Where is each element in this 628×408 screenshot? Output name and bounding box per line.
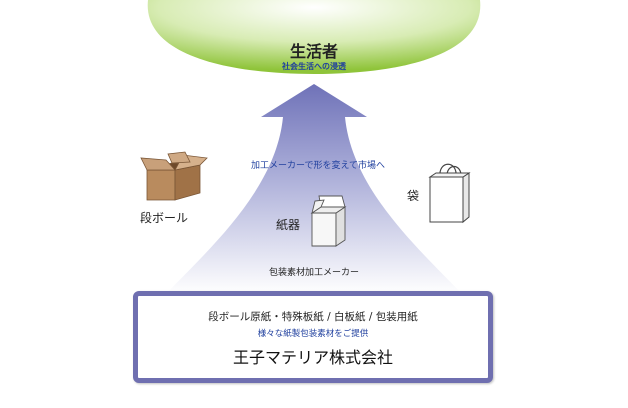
- arrow-caption: 加工メーカーで形を変えて市場へ: [250, 161, 385, 171]
- paper-carton-label: 紙器: [276, 218, 301, 232]
- packaging-maker-label: 包装素材加工メーカー: [268, 268, 359, 278]
- cardboard-box-icon: [140, 151, 208, 201]
- consumer-title: 生活者: [289, 42, 338, 61]
- upward-arrow: [166, 84, 462, 294]
- company-tagline: 様々な紙製包装素材をご提供: [257, 329, 369, 339]
- bag-label: 袋: [407, 189, 420, 203]
- paper-carton-icon: [310, 195, 347, 247]
- shopping-bag-icon: [428, 163, 471, 224]
- consumer-ellipse: [147, 0, 481, 74]
- cardboard-box-label: 段ボール: [140, 211, 189, 225]
- company-name: 王子マテリア株式会社: [232, 348, 393, 367]
- consumer-subtitle: 社会生活への浸透: [282, 62, 346, 71]
- company-box: 段ボール原紙・特殊板紙 / 白板紙 / 包装用紙 様々な紙製包装素材をご提供 王…: [133, 291, 493, 383]
- product-list: 段ボール原紙・特殊板紙 / 白板紙 / 包装用紙: [208, 311, 418, 323]
